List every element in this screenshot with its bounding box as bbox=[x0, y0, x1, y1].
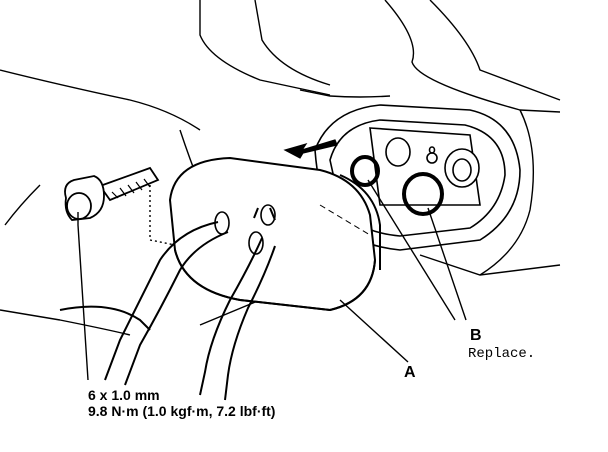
callout-b-note: Replace. bbox=[468, 346, 535, 362]
o-rings bbox=[350, 155, 444, 216]
callout-a-letter: A bbox=[404, 364, 416, 381]
large-o-ring bbox=[402, 172, 444, 216]
callout-b-letter: B bbox=[470, 327, 482, 344]
vehicle-body-panels bbox=[0, 0, 561, 336]
bolt-torque-spec: 9.8 N·m (1.0 kgf·m, 7.2 lbf·ft) bbox=[88, 403, 275, 419]
refrigerant-pipes bbox=[59, 207, 276, 401]
bolt-size-spec: 6 x 1.0 mm bbox=[88, 387, 160, 403]
small-o-ring bbox=[350, 155, 380, 187]
removal-direction-arrow bbox=[283, 139, 338, 159]
pipe-flange-block bbox=[168, 156, 381, 312]
flange-bolt bbox=[64, 166, 160, 221]
leader-lines bbox=[77, 179, 467, 381]
